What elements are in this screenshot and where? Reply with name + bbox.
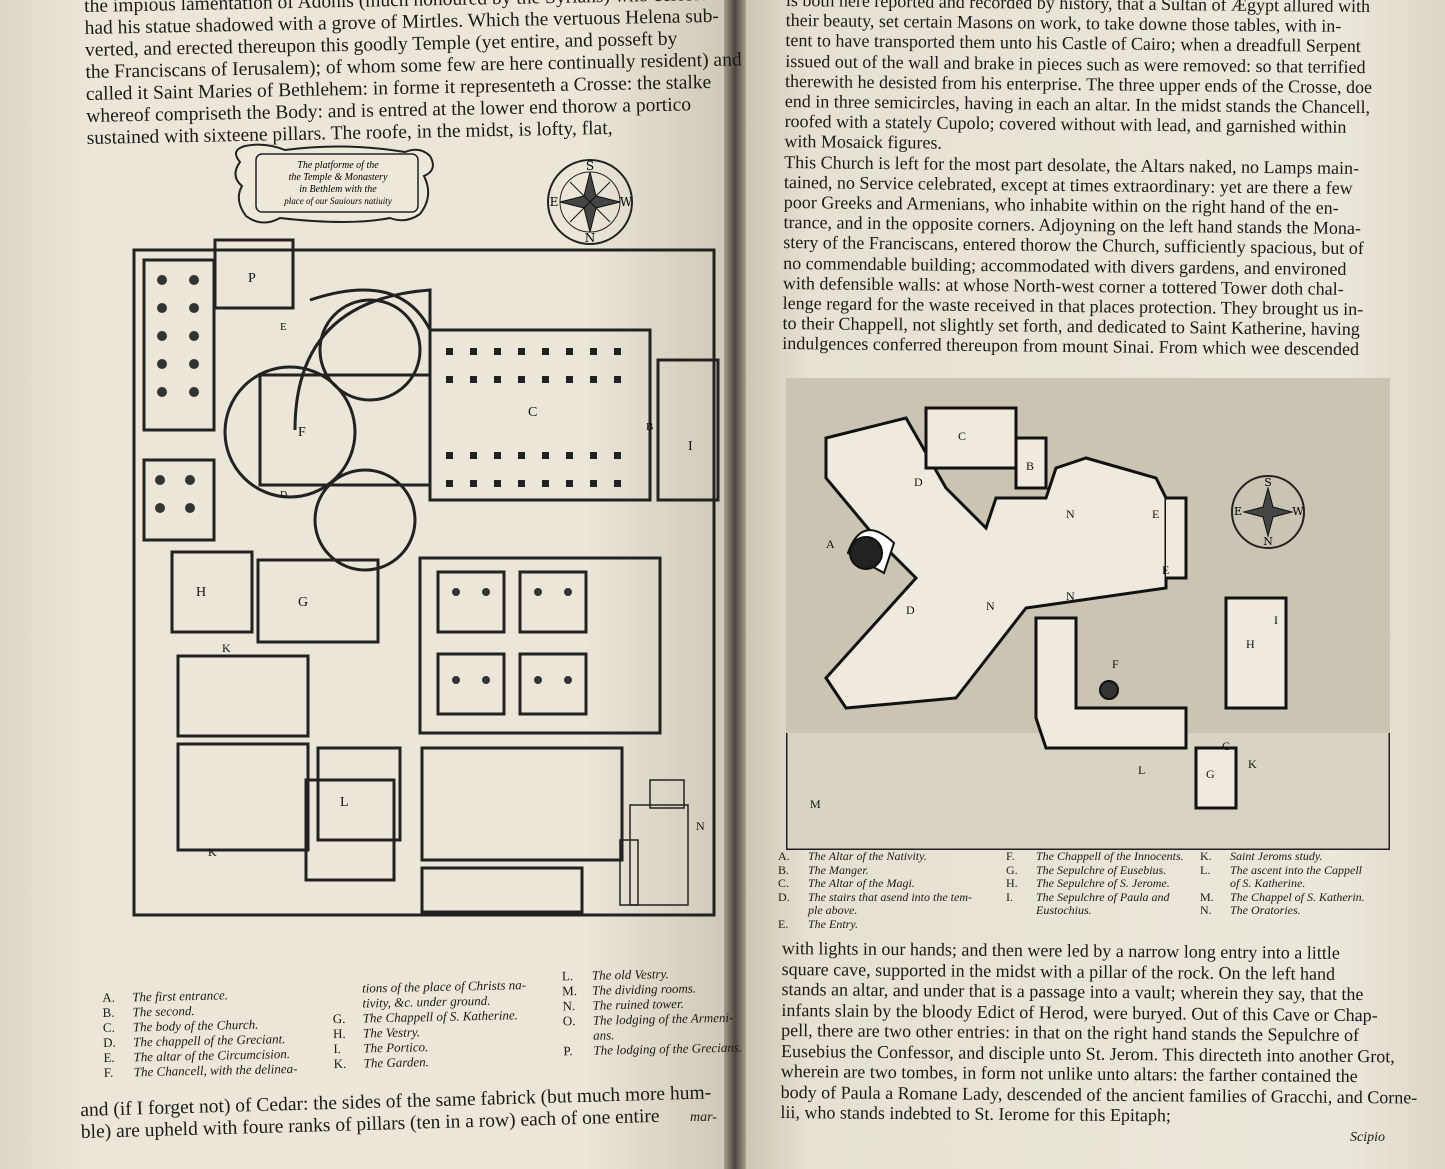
plan-label: H <box>196 585 206 600</box>
legend-row: G.The Sepulchre of Eusebius. <box>1006 862 1167 877</box>
left-top-text: the impious lamentation of Adonis (much … <box>84 0 742 150</box>
right-top-text: is both here reported and recorded by hi… <box>782 0 1388 360</box>
cartouche-line: place of our Sauiours natiuity <box>283 196 392 206</box>
plan-label: I <box>688 439 693 454</box>
plan-label: D <box>280 490 287 501</box>
compass-rose-icon: S N E W <box>547 159 633 245</box>
compass-rose-icon: S N E W <box>1231 475 1305 549</box>
compass-n: N <box>585 231 596 245</box>
grotto-floor-plan: S N E W C B D A D N E E N N F H I G C K … <box>786 378 1390 850</box>
compass-s: S <box>1264 476 1272 489</box>
plan-label: N <box>696 819 705 833</box>
compass-s: S <box>586 159 594 173</box>
right-bottom-text: with lights in our hands; and then were … <box>780 938 1417 1128</box>
plan-label: B <box>646 421 653 433</box>
ruined-tower-drawing <box>619 779 689 906</box>
church-floor-plan: The platforme of the the Temple & Monast… <box>132 143 720 917</box>
plan-label: N <box>986 599 995 613</box>
compass-e: E <box>550 195 559 209</box>
plan-label: C <box>528 405 537 420</box>
plan-label: C <box>958 429 966 443</box>
legend-row: D.The stairs that asend into the tem- <box>778 889 972 904</box>
compass-n: N <box>1263 535 1273 548</box>
compass-w: W <box>1292 505 1304 518</box>
plan-label: E <box>1152 507 1159 521</box>
plan-label: E <box>1162 563 1169 577</box>
plan-label: H <box>1246 637 1255 651</box>
plan-label: K <box>208 845 217 859</box>
right-bottom-paragraph: with lights in our hands; and then were … <box>780 938 1417 1128</box>
title-cartouche: The platforme of the the Temple & Monast… <box>234 143 434 224</box>
plan-label: I <box>1274 613 1278 627</box>
plan-label: N <box>1066 507 1075 521</box>
right-top-paragraph: is both here reported and recorded by hi… <box>782 0 1388 360</box>
legend-row: M.The Chappel of S. Katherin. <box>1200 889 1365 904</box>
plan-label: K <box>222 641 231 655</box>
compass-w: W <box>620 195 633 209</box>
legend-row: Eustochius. <box>1036 903 1092 917</box>
cartouche-line: the Temple & Monastery <box>289 172 388 183</box>
legend-row: K.Saint Jeroms study. <box>1200 849 1323 863</box>
plan-label: A <box>826 537 835 551</box>
plan-label: P <box>248 271 256 286</box>
plan-label: B <box>1026 459 1034 473</box>
legend-row: I.The Sepulchre of Paula and <box>1006 889 1170 904</box>
plan-label: F <box>1112 657 1119 671</box>
cartouche-line: The platforme of the <box>297 160 379 171</box>
compass-e: E <box>1234 505 1242 518</box>
plan-label: M <box>810 797 821 811</box>
plan-label: G <box>1206 767 1215 781</box>
legend-row: F.The Chappell of the Innocents. <box>1006 849 1184 863</box>
plan-label: E <box>280 321 287 333</box>
plan-label: N <box>1066 589 1075 603</box>
legend-row: E.The Entry. <box>778 916 858 931</box>
plan-label: L <box>1138 763 1145 777</box>
plan-label: C <box>1222 739 1230 753</box>
right-catchword: Scipio <box>1350 1130 1385 1145</box>
plan-label: F <box>298 425 306 440</box>
left-catchword: mar- <box>690 1110 717 1125</box>
plan-label: G <box>298 595 308 610</box>
plan-label: K <box>1248 757 1257 771</box>
left-top-paragraph: the impious lamentation of Adonis (much … <box>84 0 742 150</box>
pillar-rows <box>446 348 621 487</box>
plan-label: D <box>906 603 915 617</box>
plan-label: L <box>340 795 349 810</box>
plan-label: D <box>914 475 923 489</box>
legend-row: of S. Katherine. <box>1230 876 1306 890</box>
legend-row: L.The ascent into the Cappell <box>1200 862 1362 877</box>
legend-row: A.The Altar of the Nativity. <box>778 849 927 863</box>
legend-row: C.The Altar of the Magi. <box>778 876 915 890</box>
legend-row: B.The Manger. <box>778 862 869 877</box>
cartouche-line: in Bethlem with the <box>299 184 377 195</box>
book-gutter <box>724 0 746 1169</box>
garden-trees <box>155 275 572 684</box>
legend-row: H.The Sepulchre of S. Jerome. <box>1006 876 1170 890</box>
legend-row: N.The Oratories. <box>1200 903 1301 917</box>
legend-row: ple above. <box>808 903 858 917</box>
